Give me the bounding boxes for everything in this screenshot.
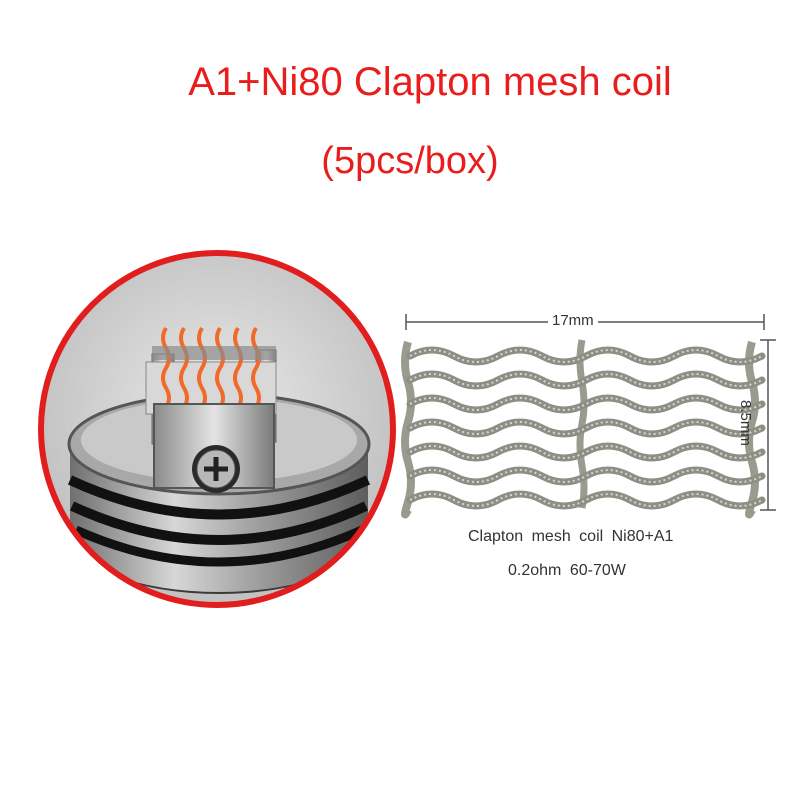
coil-installed-photo	[34, 244, 400, 614]
width-label: 17mm	[548, 312, 598, 329]
screw-icon	[192, 445, 240, 493]
coil-specs-label: 0.2ohm 60-70W	[508, 562, 626, 579]
page-subtitle: (5pcs/box)	[321, 140, 499, 182]
coil-name-label: Clapton mesh coil Ni80+A1	[468, 528, 674, 545]
mesh-coil-strip	[401, 339, 766, 519]
height-dimension-line	[760, 339, 776, 511]
o-ring-middle	[69, 501, 369, 545]
o-ring-bottom	[74, 525, 364, 567]
glowing-coil	[161, 326, 261, 410]
o-ring-top	[67, 475, 371, 520]
circle-border	[38, 250, 396, 608]
mesh-coil-diagram: 17mm 8.5mm Clapton mesh coil Ni80+A1 0.2…	[396, 300, 786, 600]
height-label: 8.5mm	[737, 400, 754, 446]
page-title: A1+Ni80 Clapton mesh coil	[188, 60, 672, 104]
